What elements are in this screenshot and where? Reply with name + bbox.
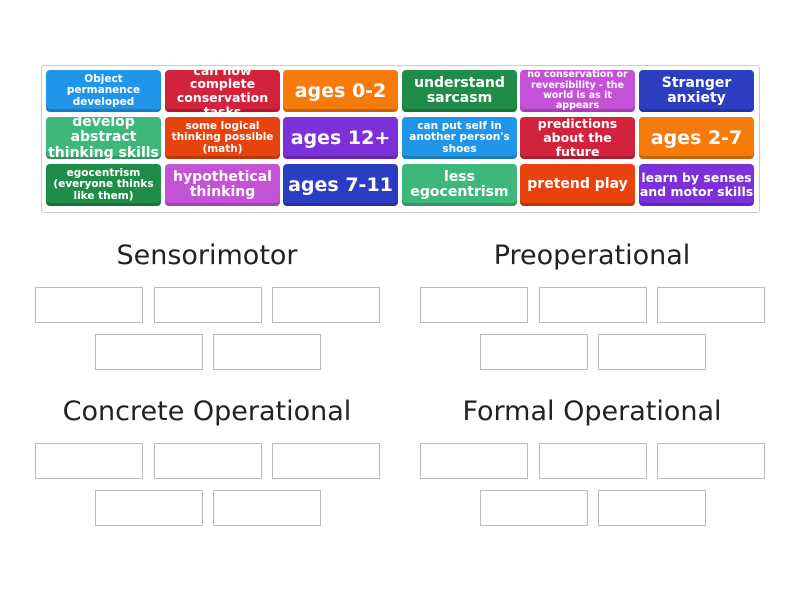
drop-slot[interactable] xyxy=(598,334,706,370)
drop-slot[interactable] xyxy=(480,334,588,370)
drop-slot[interactable] xyxy=(154,287,262,323)
answer-tile[interactable]: Stranger anxiety xyxy=(639,70,754,112)
drop-slot[interactable] xyxy=(657,287,765,323)
drop-slot[interactable] xyxy=(35,287,143,323)
answer-tile[interactable]: pretend play xyxy=(520,164,635,206)
drop-slot[interactable] xyxy=(539,443,647,479)
group-title: Formal Operational xyxy=(462,396,722,427)
group-title: Concrete Operational xyxy=(62,396,352,427)
drop-slot[interactable] xyxy=(272,443,380,479)
answer-tile[interactable]: some logical thinking possible (math) xyxy=(165,117,280,159)
drop-slot[interactable] xyxy=(95,490,203,526)
answer-tile[interactable]: ages 0-2 xyxy=(283,70,398,112)
group-title: Preoperational xyxy=(493,240,691,271)
answer-tile[interactable]: hypothetical thinking xyxy=(165,164,280,206)
answer-tile[interactable]: develop abstract thinking skills xyxy=(46,114,161,160)
drop-slot[interactable] xyxy=(272,287,380,323)
answer-tile[interactable]: no conservation or reversibility - the w… xyxy=(520,69,635,112)
drop-slot[interactable] xyxy=(95,334,203,370)
answer-tile[interactable]: egocentrism (everyone thinks like them) xyxy=(46,164,161,206)
drop-slot[interactable] xyxy=(539,287,647,323)
drop-slot[interactable] xyxy=(657,443,765,479)
answer-tile[interactable]: Object permanence developed xyxy=(46,70,161,112)
drop-slot[interactable] xyxy=(213,334,321,370)
group-title: Sensorimotor xyxy=(116,240,298,271)
drop-slot[interactable] xyxy=(213,490,321,526)
answer-tile[interactable]: ages 12+ xyxy=(283,117,398,159)
drop-slot[interactable] xyxy=(420,287,528,323)
drop-slot[interactable] xyxy=(598,490,706,526)
answer-tile[interactable]: understand sarcasm xyxy=(402,70,517,112)
answer-tile[interactable]: can put self in another person's shoes xyxy=(402,117,517,159)
drop-slot[interactable] xyxy=(35,443,143,479)
answer-tile[interactable]: predictions about the future xyxy=(520,117,635,159)
drop-slot[interactable] xyxy=(480,490,588,526)
answer-tile[interactable]: less egocentrism xyxy=(402,164,517,206)
drop-slot[interactable] xyxy=(154,443,262,479)
drop-slot[interactable] xyxy=(420,443,528,479)
answer-tile[interactable]: learn by senses and motor skills xyxy=(639,164,754,206)
answer-tile[interactable]: ages 7-11 xyxy=(283,164,398,206)
answer-tile[interactable]: ages 2-7 xyxy=(639,117,754,159)
answer-tile[interactable]: can now complete conservation tasks xyxy=(165,63,280,118)
